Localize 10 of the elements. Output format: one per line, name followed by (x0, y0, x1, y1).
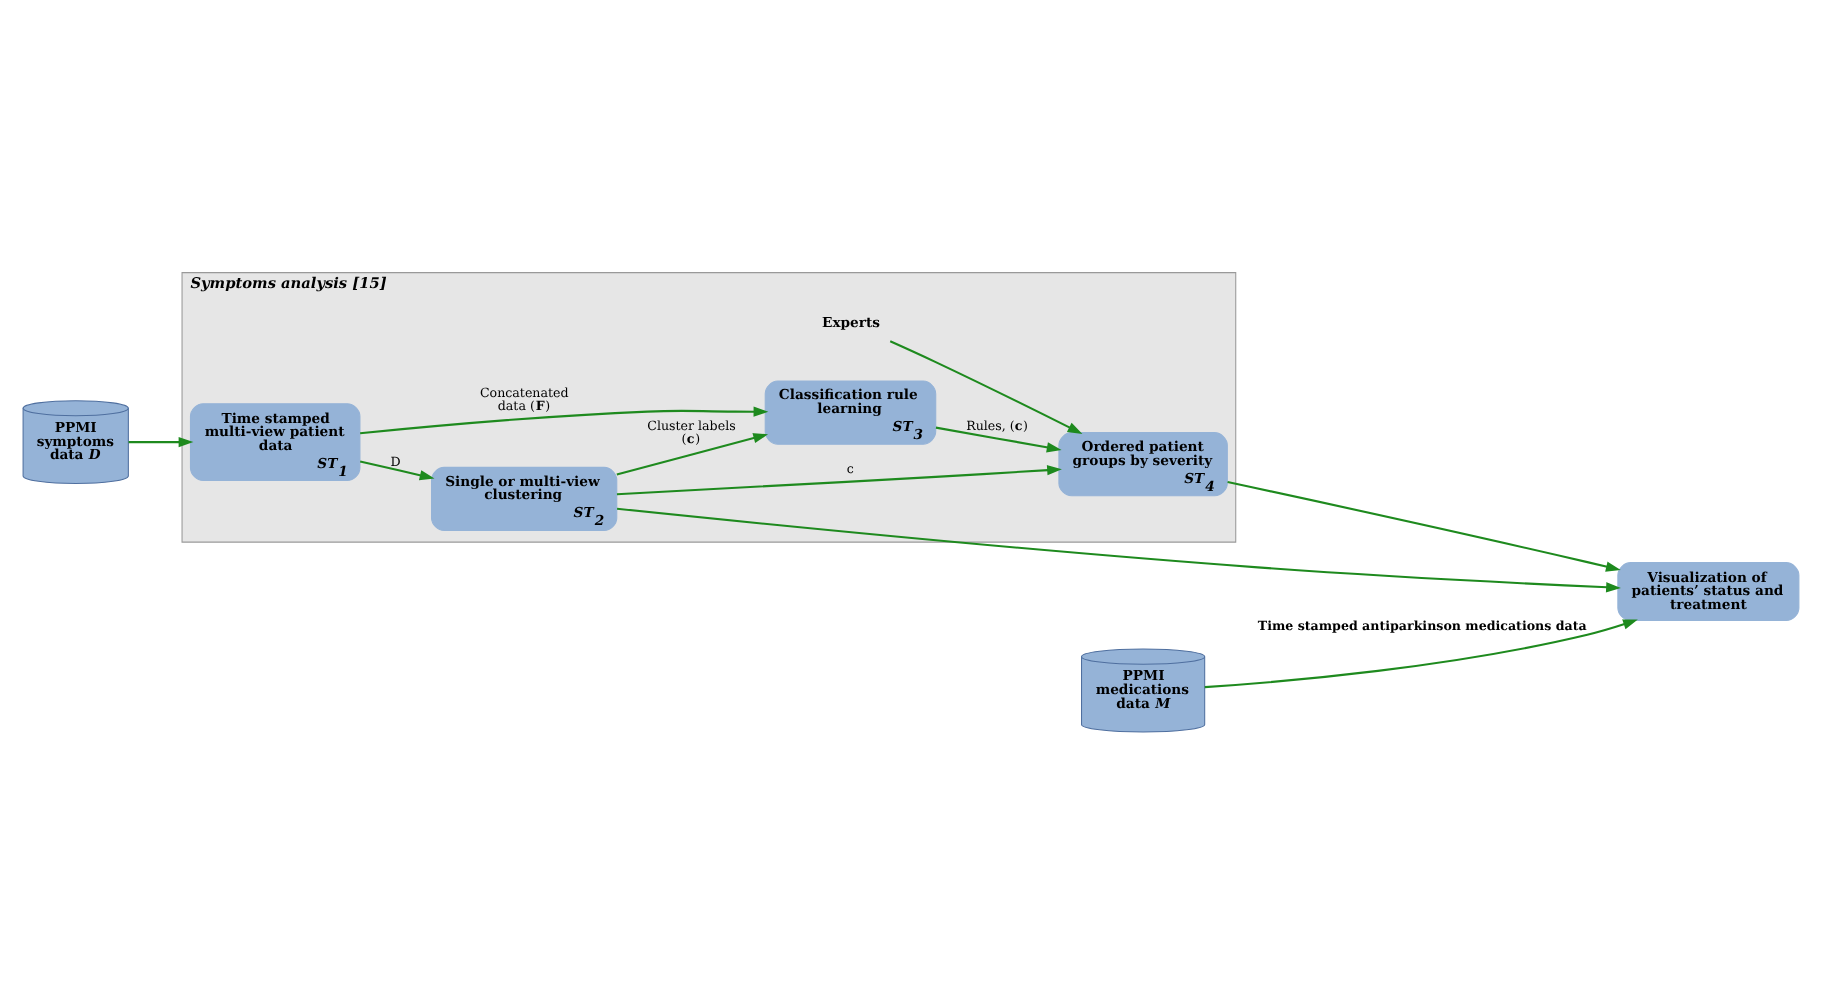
arrow (1227, 480, 1621, 571)
arrow (616, 432, 769, 475)
arrow (359, 459, 435, 480)
arrow (616, 506, 1621, 592)
arrow (1204, 618, 1638, 688)
arrow (889, 339, 1083, 433)
arrow (935, 425, 1062, 452)
arrow (360, 405, 769, 434)
arrow (128, 435, 194, 447)
arrow (616, 464, 1062, 495)
